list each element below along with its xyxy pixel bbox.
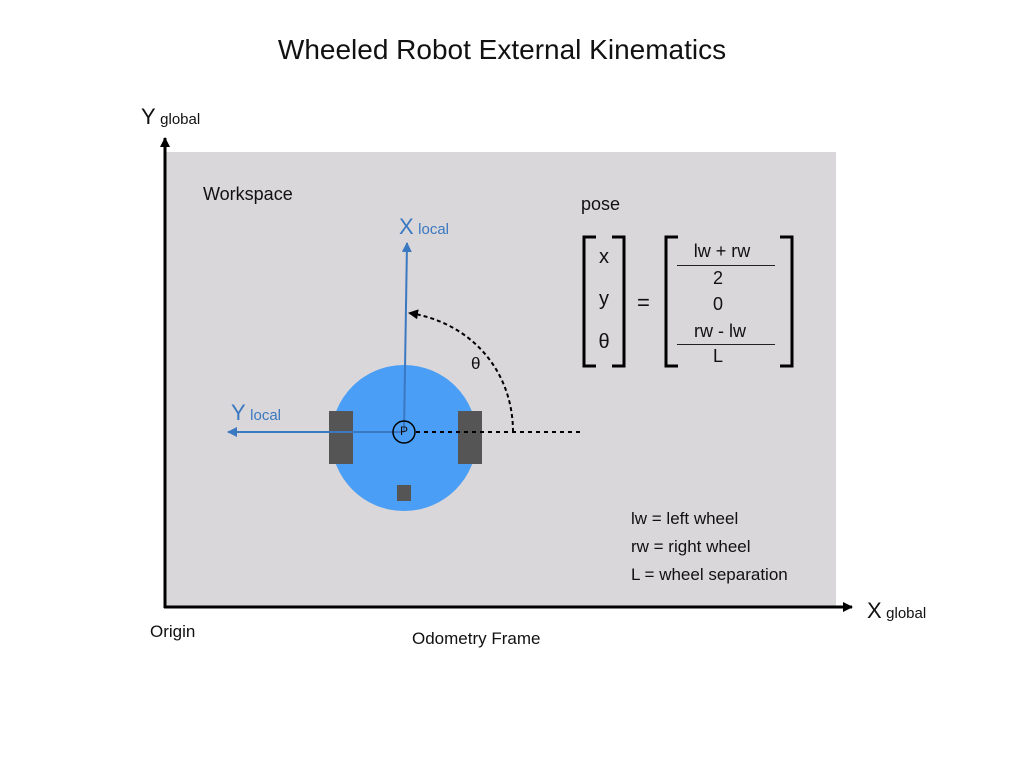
vector-bracket-right — [612, 235, 626, 368]
diagram-title: Wheeled Robot External Kinematics — [277, 34, 727, 65]
matrix-bracket-left — [664, 235, 678, 368]
theta-label: θ — [471, 354, 481, 373]
equals-sign: = — [637, 290, 650, 315]
y-local-sub: local — [250, 407, 281, 424]
right-wheel — [458, 411, 482, 464]
x-global-sub: global — [886, 605, 927, 622]
pose-vector-theta: θ — [598, 331, 610, 353]
left-wheel — [329, 411, 353, 464]
row3-denominator: L — [712, 346, 723, 366]
row1-fraction-bar — [677, 265, 775, 266]
vector-bracket-left — [582, 235, 596, 368]
x-local-sub: local — [418, 221, 449, 238]
pose-vector-x: x — [599, 246, 609, 268]
row3-fraction-bar — [677, 344, 775, 345]
row3-numerator: rw - lw — [694, 321, 746, 341]
caster-wheel — [397, 485, 411, 501]
y-global-sub: global — [160, 111, 201, 128]
theta-arc — [408, 309, 514, 433]
x-local-label: X local — [399, 214, 449, 240]
y-global-main: Y — [141, 104, 156, 129]
x-local-axis — [401, 242, 412, 433]
workspace-area — [166, 152, 836, 607]
point-p-label: P — [399, 424, 408, 438]
odometry-frame-label: Odometry Frame — [412, 629, 541, 648]
row1-denominator: 2 — [712, 268, 723, 288]
row1-numerator: lw + rw — [693, 241, 751, 261]
row2-value: 0 — [712, 294, 723, 314]
pose-label: pose — [581, 194, 621, 214]
x-global-main: X — [867, 598, 882, 623]
matrix-bracket-right — [780, 235, 794, 368]
x-local-main: X — [399, 214, 414, 239]
x-global-label: X global — [867, 598, 926, 624]
origin-label: Origin — [150, 622, 196, 641]
legend-wheel-separation: L = wheel separation — [631, 565, 788, 584]
legend-left-wheel: lw = left wheel — [631, 509, 739, 528]
y-global-label: Y global — [141, 104, 200, 130]
legend-right-wheel: rw = right wheel — [631, 537, 751, 556]
point-p-marker — [392, 420, 416, 444]
robot-body — [331, 365, 477, 511]
workspace-label: Workspace — [203, 184, 293, 204]
y-local-main: Y — [231, 400, 246, 425]
pose-vector-y: y — [599, 288, 609, 310]
y-local-label: Y local — [231, 400, 281, 426]
